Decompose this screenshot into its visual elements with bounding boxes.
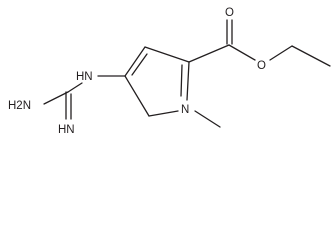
ring-nitrogen-label: N: [181, 104, 189, 116]
bond-c3-c2: [144, 46, 190, 63]
bond-n1-methyl: [194, 110, 221, 128]
imine-label: HN: [58, 124, 75, 136]
chemical-structure: HN H2N HN O O N: [8, 7, 331, 136]
bond-c5-c4: [124, 75, 150, 117]
bond-n1-c5: [148, 110, 179, 117]
bond-c3-c4-inner: [131, 53, 148, 76]
carbonyl-oxygen-label: O: [225, 7, 234, 19]
amine-label: H2N: [8, 100, 31, 112]
bond-c2-carbonyl: [188, 44, 230, 63]
bond-c2-n1: [186, 61, 190, 101]
bond-nh-c: [67, 82, 83, 93]
bond-ester-o-ch2: [269, 45, 293, 61]
bond-c2-n1-inner: [180, 64, 183, 97]
bond-carbonyl-ester-o: [228, 44, 256, 61]
bonds: [43, 19, 331, 128]
ester-oxygen-label: O: [257, 60, 266, 72]
atom-labels: HN H2N HN O O N: [8, 7, 266, 136]
bond-ch2-ch3: [291, 45, 331, 67]
bond-c3-c4: [124, 46, 146, 77]
nh-linker-label: HN: [76, 71, 93, 83]
bond-c-nh2: [43, 91, 69, 105]
